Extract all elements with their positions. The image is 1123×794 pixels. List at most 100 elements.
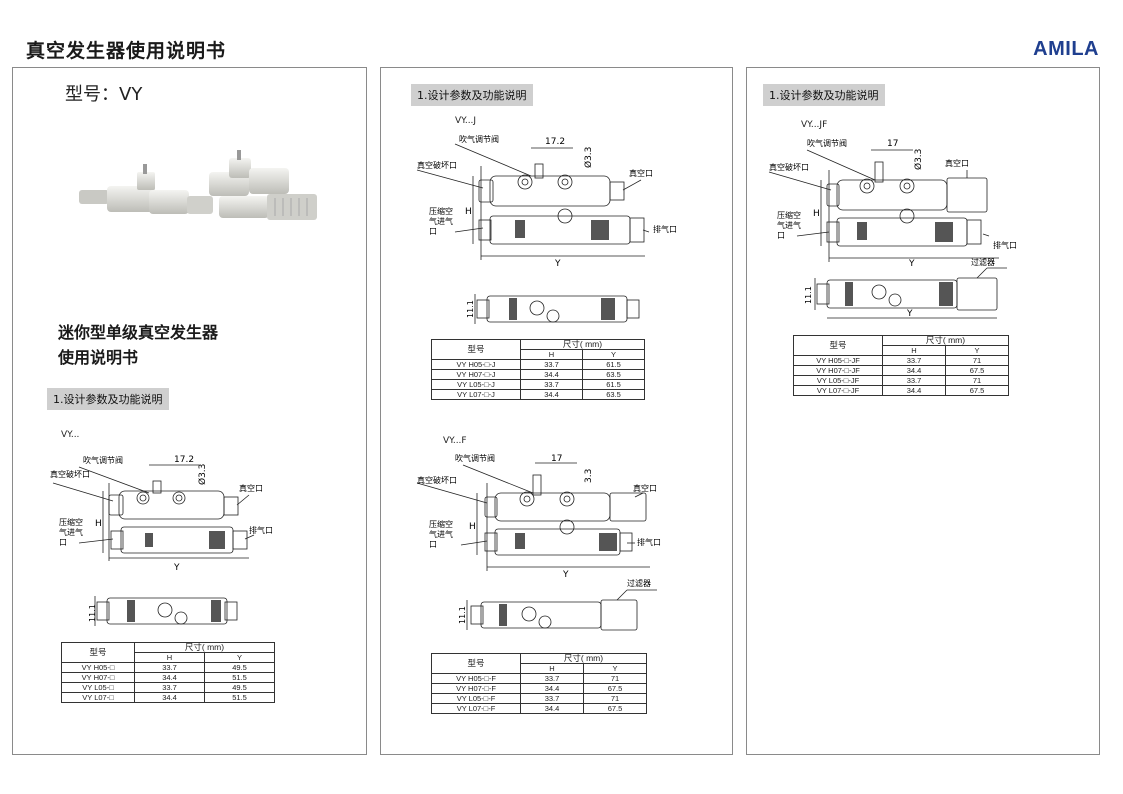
table-header-model: 型号: [431, 339, 521, 360]
dim-y-label: Y: [908, 259, 915, 266]
dim-diameter-label: Ø3.3: [583, 147, 594, 168]
table-cell: 71: [945, 375, 1009, 386]
dim-y-label: Y: [554, 259, 561, 267]
table-header-size: 尺寸( mm): [882, 335, 1009, 346]
table-cell: 67.5: [945, 365, 1009, 376]
callout-supply-2: 气进气: [59, 527, 83, 537]
brand-logo: AMILA: [1033, 38, 1099, 60]
dimension-drawing-f: 17 3.3 H Y 吹气调节阀 真空破坏口 真空口 压缩空 气进气 口 排气口: [416, 453, 661, 578]
table-cell: 34.4: [882, 385, 946, 396]
callout-vacuum-port: 真空口: [633, 483, 657, 493]
side-view-drawing-jf: 11.1 Y 过滤器: [804, 258, 1007, 319]
section-label: 1.设计参数及功能说明: [411, 84, 533, 106]
dimension-drawing-j: 17.2 Ø3.3 H Y 吹气调节阀 真空破坏口 真空口 压缩空 气进气 口 …: [416, 134, 677, 267]
section-label: 1.设计参数及功能说明: [763, 84, 885, 106]
callout-exhaust: 排气口: [653, 224, 677, 234]
dim-diameter-label: 3.3: [584, 469, 594, 483]
table-cell: 33.7: [520, 359, 583, 370]
table-header-h: H: [882, 345, 946, 356]
callout-blow-valve: 吹气调节阀: [807, 138, 847, 148]
table-cell: VY L05-□-J: [431, 379, 521, 390]
table-header-model: 型号: [431, 653, 521, 674]
table-header-size: 尺寸( mm): [520, 653, 647, 664]
table-cell: 71: [583, 693, 647, 704]
dim-top-label: 17: [887, 139, 898, 149]
table-cell: 33.7: [134, 682, 205, 693]
table-cell: 61.5: [582, 379, 645, 390]
callout-blow-valve: 吹气调节阀: [83, 455, 123, 465]
table-cell: 61.5: [582, 359, 645, 370]
section-label: 1.设计参数及功能说明: [47, 388, 169, 410]
table-cell: VY H07-□: [61, 672, 135, 683]
table-cell: VY H07-□-F: [431, 683, 521, 694]
table-header-model: 型号: [61, 642, 135, 663]
table-cell: VY H05-□-F: [431, 673, 521, 684]
table-cell: VY H05-□-J: [431, 359, 521, 370]
table-header-h: H: [134, 652, 205, 663]
table-cell: 34.4: [882, 365, 946, 376]
table-cell: 51.5: [204, 672, 275, 683]
callout-supply-3: 口: [429, 227, 437, 236]
side-view-drawing: 11.1: [88, 596, 238, 626]
callout-blow-valve: 吹气调节阀: [459, 134, 499, 144]
dim-diameter-label: Ø3.3: [197, 464, 208, 485]
variant-label-j: VY...J: [455, 116, 477, 126]
model-title: 型号：VY: [65, 84, 143, 105]
table-header-y: Y: [945, 345, 1009, 356]
callout-supply-2: 气进气: [429, 529, 453, 539]
side-view-drawing-f: 11.1 过滤器: [458, 578, 657, 631]
table-cell: 33.7: [882, 355, 946, 366]
dimension-drawing-jf: 17 Ø3.3 H Y 吹气调节阀 真空破坏口 真空口 压缩空 气进气 口 排气…: [768, 138, 1017, 266]
dim-diameter-label: Ø3.3: [913, 149, 924, 170]
dim-y-label: Y: [562, 570, 569, 578]
callout-filter: 过滤器: [971, 258, 995, 267]
table-cell: 34.4: [520, 683, 584, 694]
table-cell: 63.5: [582, 389, 645, 400]
table-cell: 49.5: [204, 662, 275, 673]
variant-label-jf: VY...JF: [801, 120, 828, 130]
table-cell: VY L07-□-F: [431, 703, 521, 714]
callout-supply-1: 压缩空: [777, 210, 801, 220]
variant-label-f: VY...F: [443, 436, 467, 446]
table-cell: 67.5: [583, 703, 647, 714]
callout-vacuum-break: 真空破坏口: [50, 469, 90, 479]
callout-filter: 过滤器: [627, 578, 651, 588]
table-cell: VY L05-□-JF: [793, 375, 883, 386]
table-cell: 63.5: [582, 369, 645, 380]
document-title: 真空发生器使用说明书: [26, 40, 227, 62]
table-header-size: 尺寸( mm): [134, 642, 275, 653]
page-panel-3: 1.设计参数及功能说明 VY...JF 17 Ø3.3 H Y 吹: [746, 67, 1100, 755]
dim-y-label: Y: [173, 563, 180, 573]
table-cell: VY H07-□-JF: [793, 365, 883, 376]
table-header-y: Y: [204, 652, 275, 663]
table-cell: VY H05-□-JF: [793, 355, 883, 366]
dim-h-label: H: [465, 207, 472, 217]
table-cell: 67.5: [583, 683, 647, 694]
table-cell: 33.7: [520, 379, 583, 390]
table-cell: 71: [583, 673, 647, 684]
callout-supply-3: 口: [777, 231, 785, 240]
table-cell: VY L07-□: [61, 692, 135, 703]
callout-supply-1: 压缩空: [429, 206, 453, 216]
table-cell: VY L07-□-J: [431, 389, 521, 400]
side-view-drawing-j: 11.1: [466, 294, 640, 324]
table-header-h: H: [520, 349, 583, 360]
variant-label: VY...: [61, 430, 80, 440]
dim-side-label: 11.1: [466, 300, 475, 318]
dim-side-label: 11.1: [88, 604, 97, 622]
dim-top-label: 17.2: [545, 137, 565, 147]
table-cell: 34.4: [134, 692, 205, 703]
